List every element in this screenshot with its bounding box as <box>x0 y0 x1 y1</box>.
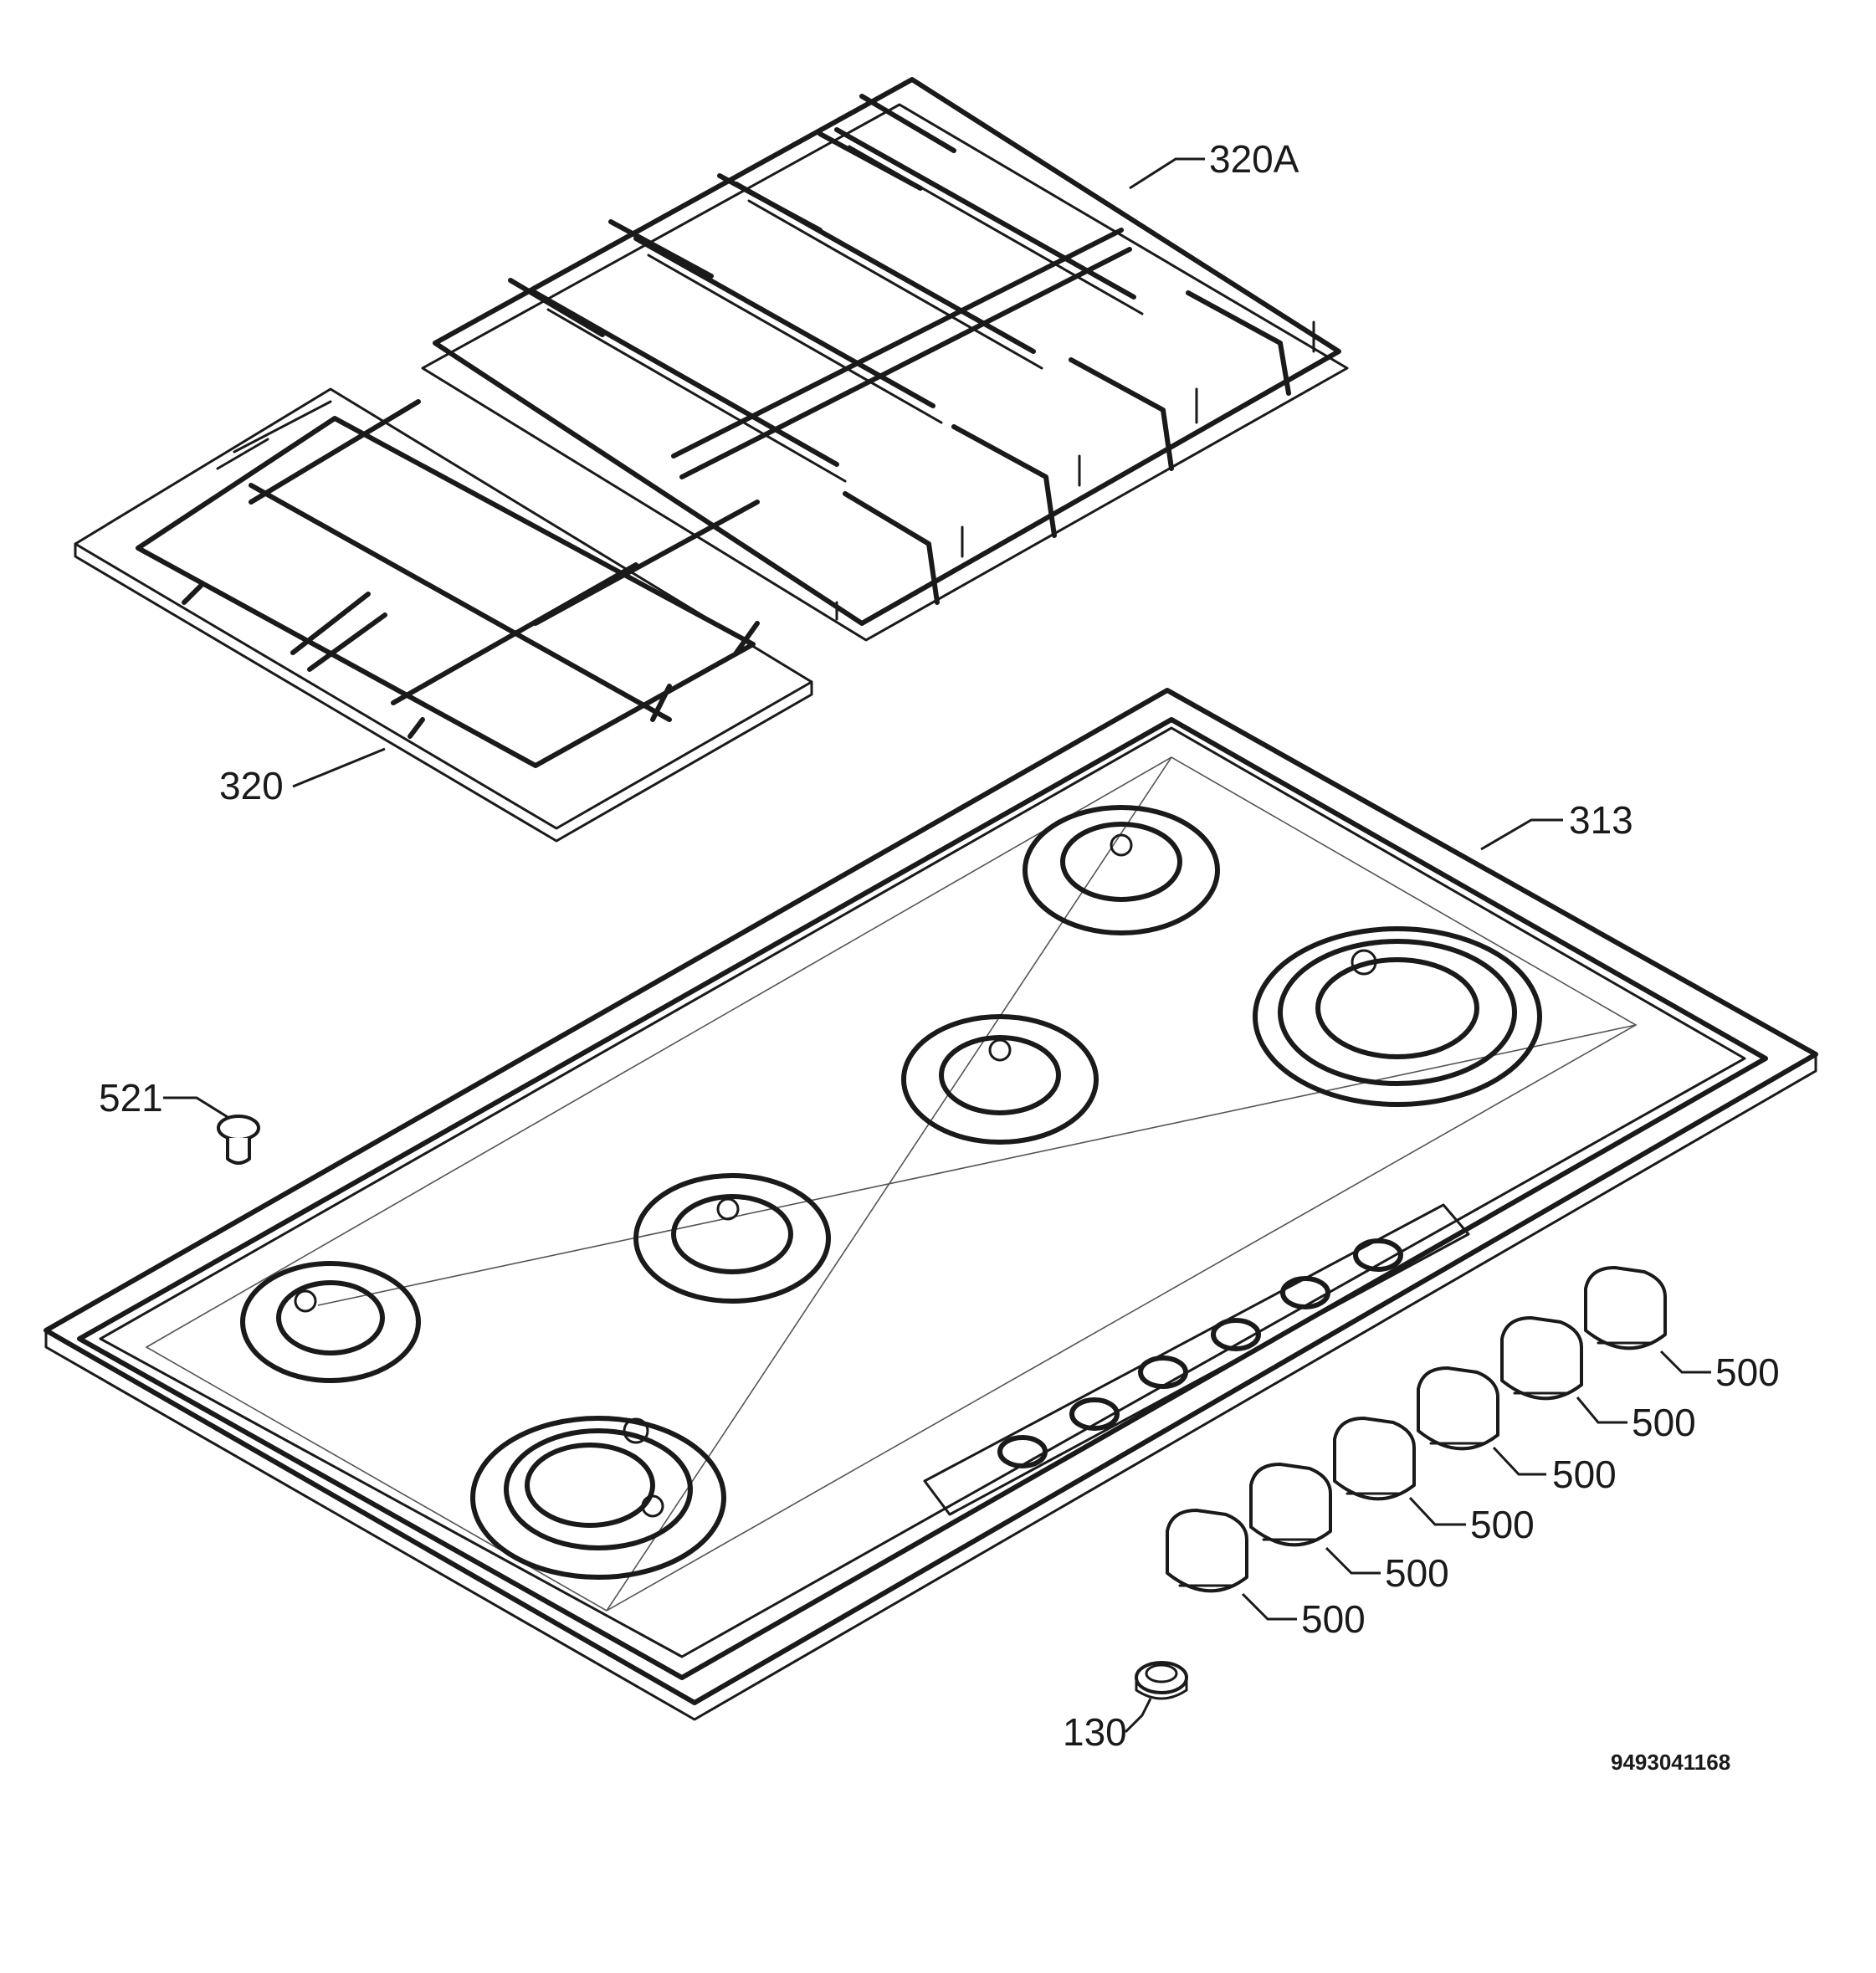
label-130: 130 <box>1063 1710 1127 1754</box>
control-knob-1 <box>1166 1509 1248 1593</box>
pan-support-grid-right <box>421 77 1349 642</box>
control-knob-4 <box>1417 1366 1499 1451</box>
leader-knob-6 <box>1659 1350 1711 1374</box>
burner-large-left <box>470 1416 726 1580</box>
leader-knob-4 <box>1492 1446 1546 1476</box>
leader-130 <box>1124 1698 1152 1734</box>
control-knob-3 <box>1333 1417 1416 1501</box>
pan-support-grid-left <box>74 387 813 843</box>
hob-top-plate <box>44 688 1818 1721</box>
label-knob-5: 500 <box>1632 1401 1696 1444</box>
burner-center <box>901 1014 1099 1145</box>
burner-center-left <box>633 1173 831 1304</box>
burner-rear-right <box>1023 805 1220 935</box>
leader-knob-3 <box>1408 1496 1466 1526</box>
leader-320a <box>1129 157 1205 190</box>
reference-number: 9493041168 <box>1611 1750 1730 1775</box>
leader-knob-5 <box>1576 1396 1627 1424</box>
leader-313 <box>1480 818 1563 851</box>
label-knob-2: 500 <box>1385 1551 1449 1595</box>
leader-knob-1 <box>1241 1592 1297 1621</box>
label-knob-1: 500 <box>1301 1597 1366 1641</box>
label-knob-3: 500 <box>1470 1503 1535 1546</box>
leader-knob-2 <box>1325 1546 1381 1575</box>
burner-rear-left <box>240 1261 421 1383</box>
label-521: 521 <box>99 1076 163 1120</box>
label-320a: 320A <box>1209 137 1299 181</box>
label-320: 320 <box>219 764 284 807</box>
control-panel-strip <box>923 1203 1470 1516</box>
label-knob-6: 500 <box>1715 1350 1780 1394</box>
control-knob-5 <box>1500 1316 1583 1401</box>
leader-320 <box>292 747 386 788</box>
screw-part <box>217 1115 260 1165</box>
label-knob-4: 500 <box>1552 1453 1617 1496</box>
control-knob-6 <box>1584 1266 1667 1350</box>
seal-ring-part <box>1135 1661 1188 1700</box>
burner-large-right <box>1253 926 1542 1107</box>
control-knob-2 <box>1249 1463 1332 1547</box>
leader-521 <box>163 1096 228 1119</box>
label-313: 313 <box>1569 798 1633 842</box>
